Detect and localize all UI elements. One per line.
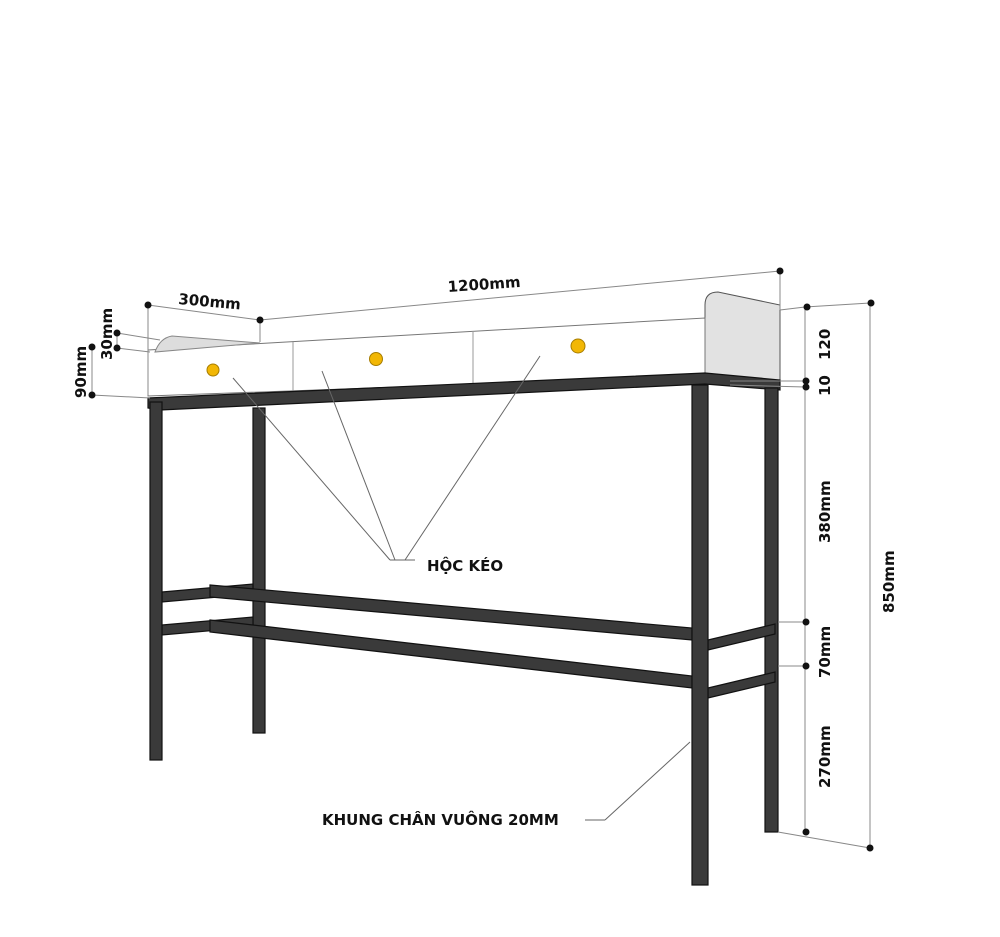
dimension-lines	[91, 270, 871, 849]
drawer-knob	[206, 363, 220, 377]
callout-frame: KHUNG CHÂN VUÔNG 20MM	[322, 810, 559, 829]
label-depth: 300mm	[178, 290, 242, 313]
drawer-knob	[369, 352, 383, 366]
callout-drawers: HỘC KÉO	[427, 555, 503, 575]
back-panel	[704, 291, 781, 384]
label-top-thickness: 10	[816, 375, 834, 396]
label-upper-space: 380mm	[816, 480, 834, 543]
label-lower-space: 270mm	[816, 725, 834, 788]
label-back-panel: 120	[816, 329, 834, 360]
drawer-knob	[570, 338, 586, 354]
drawer-lip	[154, 335, 261, 353]
leg-back-left	[252, 407, 266, 734]
leg-front-left	[149, 401, 163, 761]
label-drawer-height: 90mm	[72, 346, 90, 398]
label-drawer-gap: 30mm	[98, 308, 116, 360]
drawer-leaders	[232, 355, 691, 821]
leg-front-right	[691, 384, 709, 886]
label-total-height: 850mm	[880, 550, 898, 613]
label-stretcher-gap: 70mm	[816, 626, 834, 678]
dimension-dots	[88, 267, 875, 852]
leg-back-right	[764, 387, 779, 833]
label-width: 1200mm	[447, 273, 521, 296]
